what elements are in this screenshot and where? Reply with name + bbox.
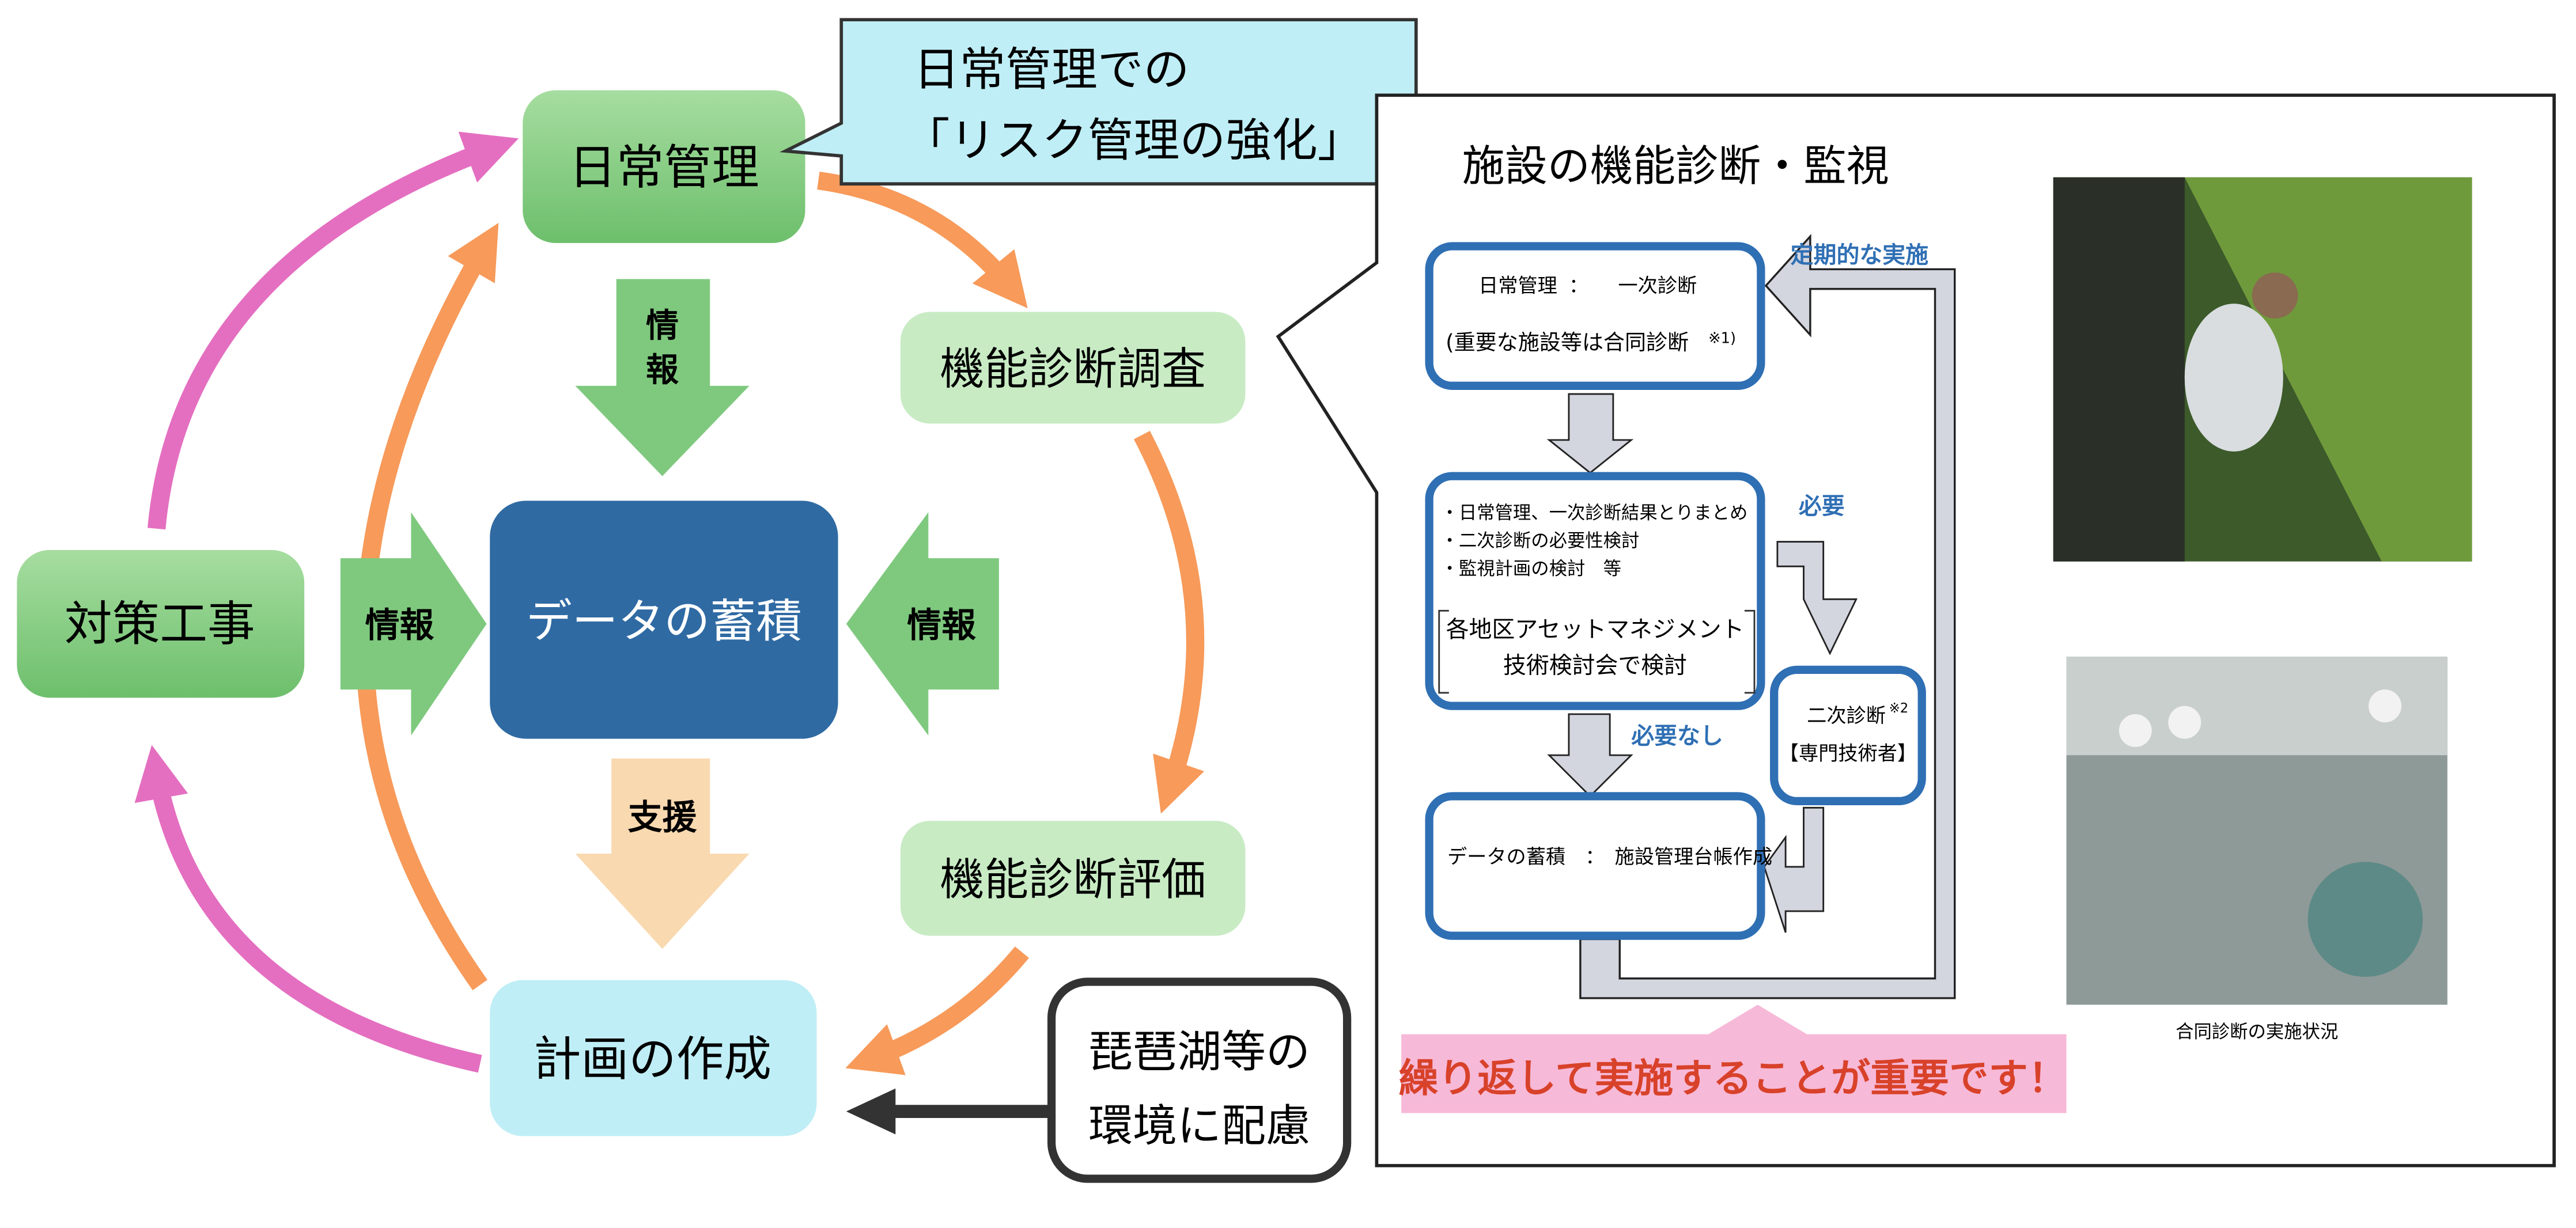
- svg-text:情報: 情報: [365, 605, 434, 646]
- svg-text:支援: 支援: [628, 797, 698, 837]
- svg-text:機能診断調査: 機能診断調査: [940, 344, 1206, 395]
- svg-text:情報: 情報: [907, 605, 976, 646]
- svg-text:繰り返して実施することが重要です！: 繰り返して実施することが重要です！: [1399, 1056, 2068, 1101]
- info-arrow-left: 情報: [340, 512, 487, 736]
- svg-text:データの蓄積: データの蓄積: [526, 594, 802, 648]
- svg-text:・日常管理、一次診断結果とりまとめ: ・日常管理、一次診断結果とりまとめ: [1441, 503, 1748, 524]
- emphasis-callout: 繰り返して実施することが重要です！: [1399, 1005, 2068, 1113]
- svg-text:：: ：: [1569, 274, 1588, 297]
- node-daily-management: 日常管理: [523, 90, 805, 243]
- flow-box-secondary-diagnosis: 二次診断 ※2 【専門技術者】: [1770, 665, 1926, 806]
- svg-text:・二次診断の必要性検討: ・二次診断の必要性検討: [1441, 530, 1640, 551]
- svg-text:・監視計画の検討 等: ・監視計画の検討 等: [1441, 559, 1621, 579]
- svg-text:報: 報: [646, 351, 679, 389]
- svg-text:技術検討会で検討: 技術検討会で検討: [1503, 653, 1687, 679]
- svg-text:データの蓄積 ： 施設管理台帳作成: データの蓄積 ： 施設管理台帳作成: [1447, 846, 1772, 869]
- node-countermeasure-work: 対策工事: [17, 549, 305, 698]
- environment-box: 琵琶湖等の 環境に配慮: [1047, 977, 1352, 1183]
- photo-channel-inspection: [2053, 177, 2472, 562]
- svg-text:環境に配慮: 環境に配慮: [1088, 1101, 1310, 1152]
- svg-text:【専門技術者】: 【専門技術者】: [1779, 742, 1917, 765]
- svg-text:各地区アセットマネジメント: 各地区アセットマネジメント: [1446, 616, 1745, 643]
- svg-text:琵琶湖等の: 琵琶湖等の: [1088, 1027, 1310, 1078]
- svg-text:日常管理: 日常管理: [1478, 274, 1557, 297]
- svg-text:※1): ※1): [1708, 330, 1736, 347]
- node-data-accumulation: データの蓄積: [490, 501, 838, 739]
- svg-text:必要: 必要: [1799, 493, 1845, 520]
- orange-arrow-to-evaluation: [1133, 431, 1205, 814]
- environment-arrow: [846, 1088, 1049, 1135]
- photo-caption: 合同診断の実施状況: [2176, 1021, 2338, 1042]
- down-arrow-2: [1547, 713, 1633, 798]
- node-function-survey: 機能診断調査: [900, 312, 1246, 424]
- info-arrow-top: 情 報: [575, 279, 750, 476]
- flow-box-primary-diagnosis: 日常管理 ： 一次診断 (重要な施設等は合同診断 ※1): [1425, 242, 1765, 390]
- loop-arrow: [1579, 233, 1956, 999]
- svg-text:※2: ※2: [1889, 701, 1909, 716]
- flow-box-review: ・日常管理、一次診断結果とりまとめ ・二次診断の必要性検討 ・監視計画の検討 等…: [1425, 472, 1765, 710]
- down-arrow-1: [1546, 393, 1634, 474]
- panel-title: 施設の機能診断・監視: [1462, 142, 1889, 191]
- photo-joint-diagnosis: [2066, 657, 2448, 1005]
- pink-arrow-to-countermeasure: [134, 745, 482, 1073]
- orange-arrow-to-plan: [845, 946, 1029, 1075]
- svg-text:機能診断評価: 機能診断評価: [940, 854, 1206, 905]
- orange-arrow-to-survey: [817, 172, 1028, 309]
- svg-text:(重要な施設等は合同診断: (重要な施設等は合同診断: [1446, 330, 1689, 355]
- node-function-evaluation: 機能診断評価: [900, 821, 1246, 936]
- flow-box-data-accumulation: データの蓄積 ： 施設管理台帳作成: [1425, 792, 1772, 940]
- svg-text:「リスク管理の強化」: 「リスク管理の強化」: [904, 113, 1364, 167]
- risk-callout: 日常管理での 「リスク管理の強化」: [780, 18, 1418, 186]
- info-arrow-right: 情報: [846, 512, 999, 736]
- svg-text:必要なし: 必要なし: [1631, 723, 1723, 749]
- support-arrow: 支援: [575, 758, 750, 949]
- pink-arrow-to-daily: [147, 131, 519, 530]
- svg-text:情: 情: [646, 306, 679, 344]
- svg-text:日常管理での: 日常管理での: [914, 43, 1190, 96]
- svg-text:対策工事: 対策工事: [65, 597, 255, 652]
- node-plan-creation: 計画の作成: [490, 980, 817, 1136]
- svg-text:定期的な実施: 定期的な実施: [1791, 242, 1928, 268]
- svg-text:計画の作成: 計画の作成: [534, 1032, 771, 1087]
- svg-text:二次診断: 二次診断: [1807, 704, 1886, 727]
- secondary-return-arrow: [1763, 806, 1825, 933]
- needed-arrow: [1776, 541, 1858, 655]
- svg-text:日常管理: 日常管理: [569, 140, 759, 195]
- svg-text:一次診断: 一次診断: [1618, 274, 1697, 297]
